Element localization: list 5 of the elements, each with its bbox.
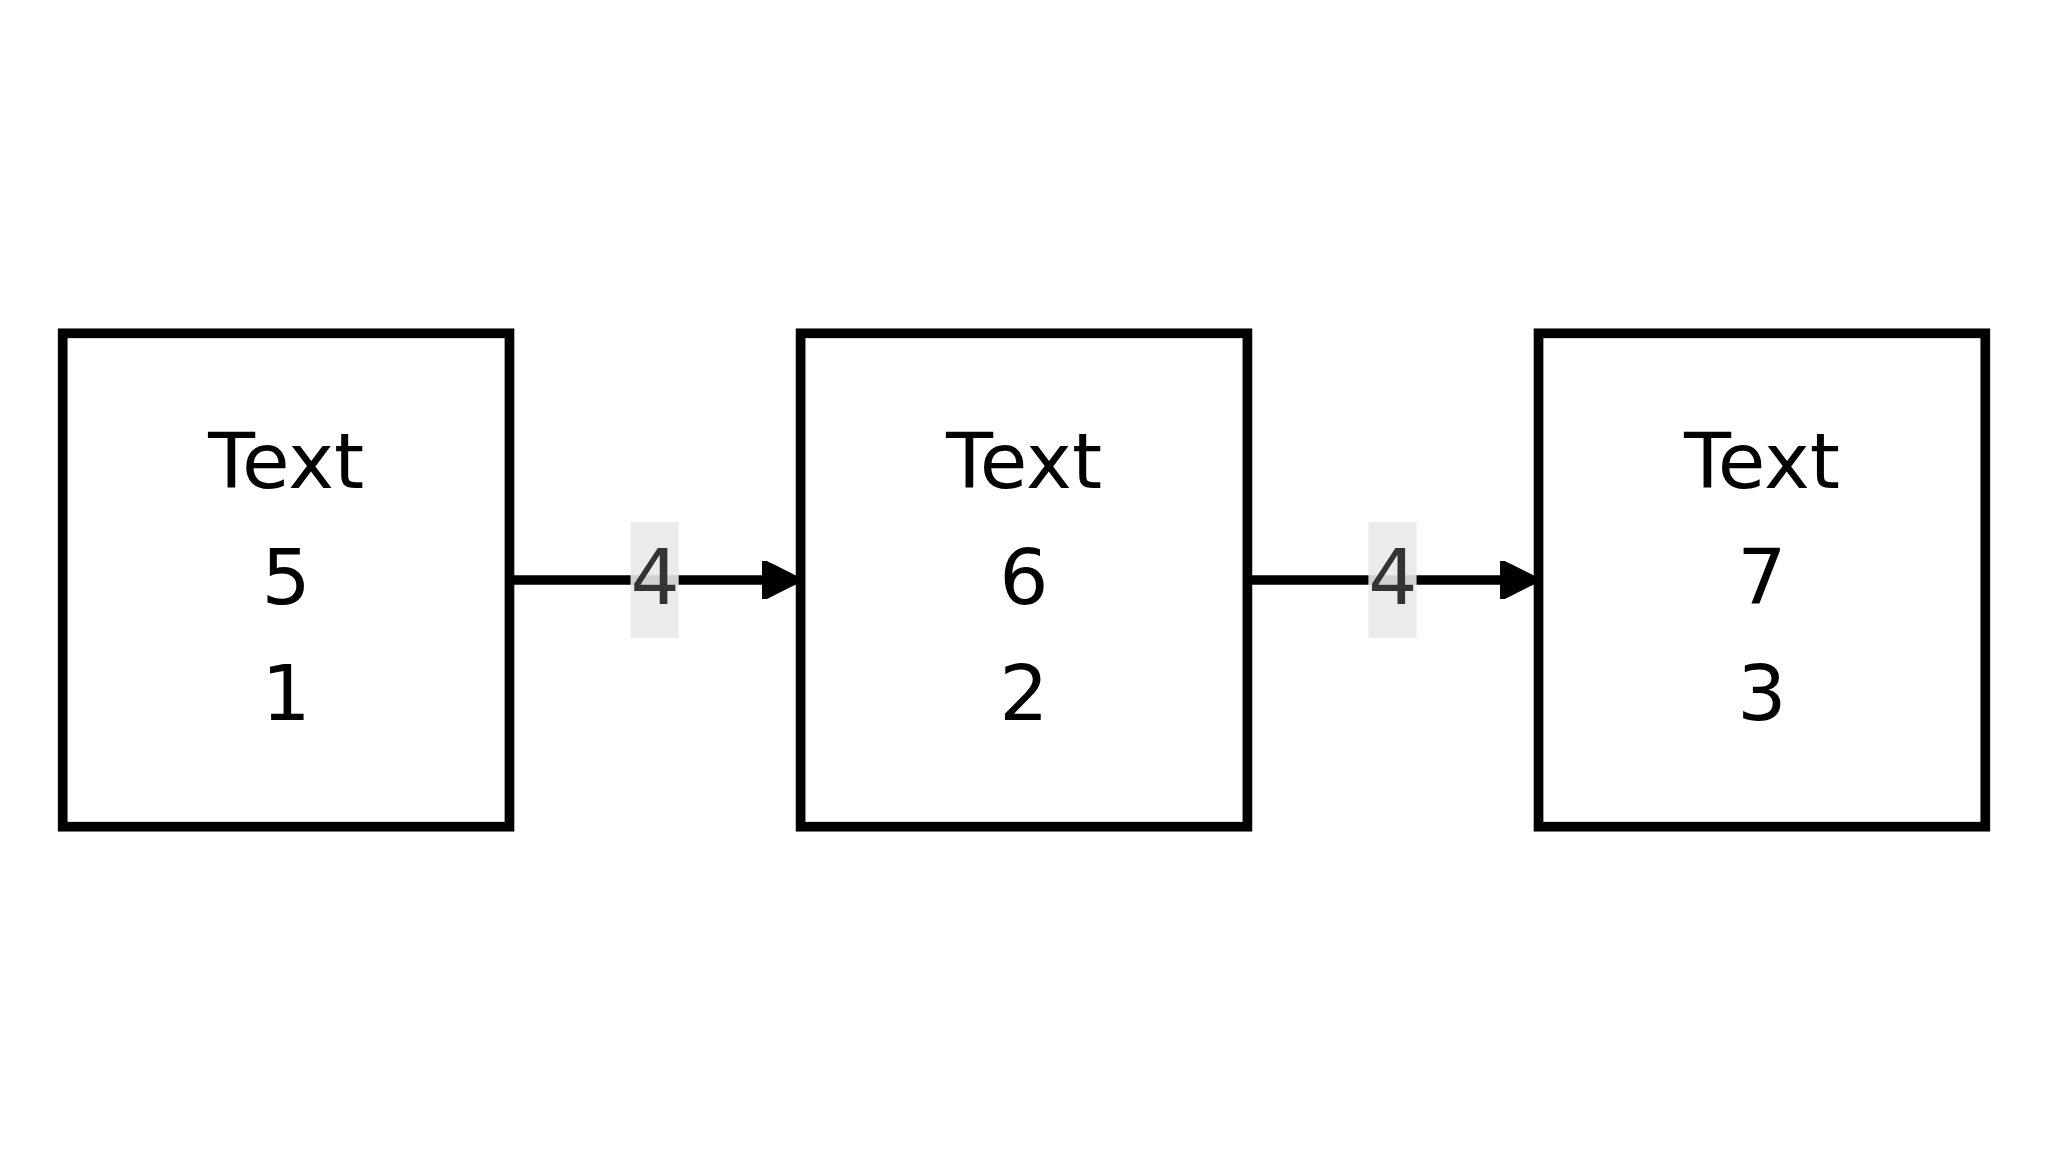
edge-label: 4 — [630, 531, 680, 624]
node-box: Text 6 2 — [795, 328, 1253, 832]
node-box: Text 5 1 — [57, 328, 515, 832]
edge-label: 4 — [1368, 531, 1418, 624]
node-box: Text 7 3 — [1533, 328, 1991, 832]
